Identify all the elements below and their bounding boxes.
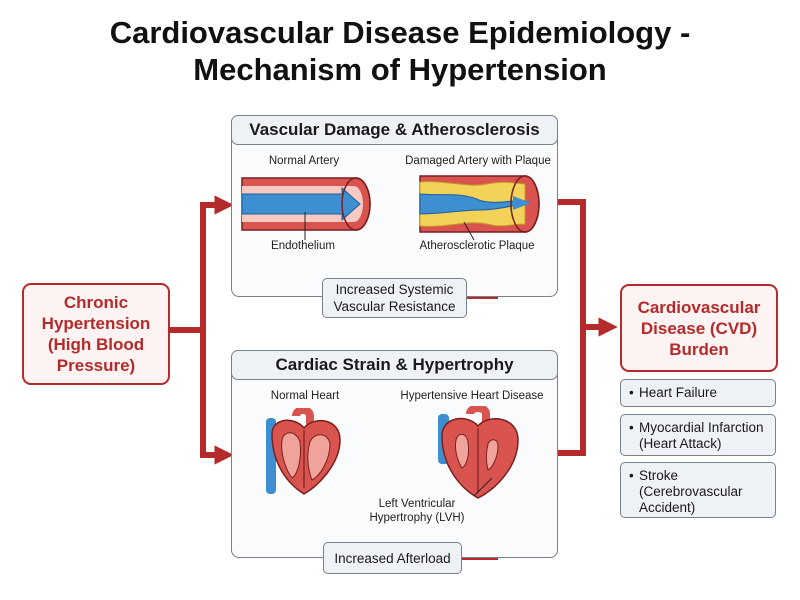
increased-afterload-box: Increased Afterload	[323, 542, 462, 574]
chronic-hypertension-node: Chronic Hypertension (High Blood Pressur…	[22, 283, 170, 385]
lvh-label-line: Left Ventricular	[378, 498, 456, 510]
cardiac-panel-header: Cardiac Strain & Hypertrophy	[231, 350, 558, 380]
source-line: Hypertension	[41, 314, 151, 333]
bullet-icon: •	[629, 468, 634, 483]
damaged-artery-label: Damaged Artery with Plaque	[405, 155, 551, 167]
outcome-text: (Heart Attack)	[639, 436, 722, 451]
outcome-text: Heart Failure	[639, 385, 718, 400]
damaged-artery-illustration	[419, 175, 540, 233]
normal-artery-label: Normal Artery	[268, 155, 340, 167]
page-title: Cardiovascular Disease Epidemiology - Me…	[0, 14, 800, 88]
burden-line: Burden	[669, 339, 729, 359]
normal-artery-illustration	[241, 177, 371, 231]
mechanism-line: Vascular Resistance	[333, 299, 456, 314]
lvh-label: Left Ventricular Hypertrophy (LVH)	[352, 497, 482, 525]
arrow-source-to-vascular	[200, 195, 234, 330]
mechanism-line: Increased Systemic	[335, 282, 454, 297]
hypertensive-heart-illustration	[438, 406, 519, 499]
title-line-1: Cardiovascular Disease Epidemiology -	[109, 15, 691, 50]
title-line-2: Mechanism of Hypertension	[193, 52, 607, 87]
hypertensive-heart-label: Hypertensive Heart Disease	[400, 390, 544, 402]
source-line: Pressure)	[56, 356, 136, 375]
lvh-label-line: Hypertrophy (LVH)	[369, 512, 465, 524]
arrow-vascular-to-burden	[557, 199, 586, 456]
atherosclerotic-plaque-label: Atherosclerotic Plaque	[419, 240, 535, 252]
lvh-pointer	[473, 478, 493, 496]
vascular-panel-header: Vascular Damage & Atherosclerosis	[231, 115, 558, 145]
bullet-icon: •	[629, 385, 634, 400]
increased-vascular-resistance-box: Increased Systemic Vascular Resistance	[322, 278, 467, 318]
outcome-heart-failure: • Heart Failure	[620, 379, 776, 407]
endothelium-label: Endothelium	[271, 240, 335, 252]
outcome-text: Stroke	[639, 468, 679, 483]
bullet-icon: •	[629, 420, 634, 435]
outcome-text: Accident)	[639, 500, 696, 515]
outcome-text: (Cerebrovascular	[639, 484, 743, 499]
burden-line: Cardiovascular	[637, 297, 761, 317]
source-line: Chronic	[63, 293, 129, 312]
plaque-pointer	[463, 222, 475, 240]
outcome-stroke: • Stroke (Cerebrovascular Accident)	[620, 462, 776, 518]
normal-heart-illustration	[266, 408, 341, 495]
arrow-source-to-cardiac	[200, 330, 234, 465]
cvd-burden-node: Cardiovascular Disease (CVD) Burden	[620, 284, 778, 372]
normal-heart-label: Normal Heart	[270, 390, 340, 402]
outcome-text: Myocardial Infarction	[639, 420, 764, 435]
endothelium-pointer	[304, 212, 306, 240]
outcome-myocardial-infarction: • Myocardial Infarction (Heart Attack)	[620, 414, 776, 456]
burden-line: Disease (CVD)	[640, 318, 758, 338]
source-line: (High Blood	[47, 335, 145, 354]
